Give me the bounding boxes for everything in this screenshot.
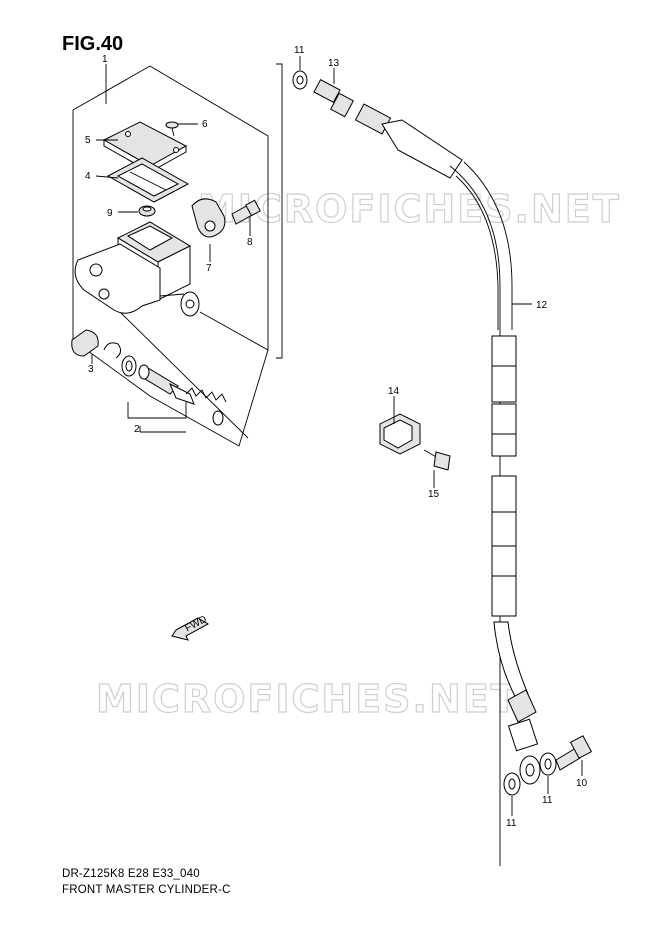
callouts: 1 2 3 4 5 6 7 8 9 10 11 11 11 12 13 14 1… [85, 45, 588, 829]
clamp-bolt [423, 449, 451, 471]
reservoir-cap [102, 121, 188, 173]
part-name: FRONT MASTER CYLINDER-C [62, 884, 231, 896]
callout-12: 12 [536, 300, 548, 311]
piston-boot [71, 329, 137, 377]
crush-washer-top [292, 70, 308, 90]
callout-8: 8 [247, 237, 253, 248]
hose-union [191, 198, 226, 238]
leader-lines [91, 56, 583, 816]
lower-banjo [503, 752, 557, 796]
piston-set [127, 364, 227, 433]
callout-11-right: 11 [542, 795, 553, 806]
brake-hose [354, 103, 539, 866]
callout-6: 6 [202, 119, 208, 130]
watermark-bottom: MICROFICHES.NET [96, 677, 519, 721]
fwd-label: FWD [183, 614, 208, 634]
cap-screw [165, 121, 179, 137]
callout-15: 15 [428, 489, 440, 500]
forward-arrow: FWD [171, 614, 210, 641]
callout-9: 9 [107, 208, 113, 219]
callout-13: 13 [328, 58, 340, 69]
callout-11-bottom: 11 [506, 818, 517, 829]
union-bolt [231, 199, 261, 225]
master-cylinder-body [74, 221, 200, 317]
banjo-fitting [313, 78, 354, 118]
bracket-line [276, 63, 283, 359]
callout-10: 10 [576, 778, 588, 789]
callout-7: 7 [206, 263, 212, 274]
assembly-frame [72, 65, 269, 447]
callout-5: 5 [85, 135, 91, 146]
lower-union-bolt [555, 735, 593, 771]
model-code: DR-Z125K8 E28 E33_040 [62, 868, 200, 880]
diaphragm [106, 157, 190, 203]
boot [138, 205, 156, 217]
figure-title: FIG.40 [62, 33, 124, 55]
callout-14: 14 [388, 386, 400, 397]
callout-3: 3 [88, 364, 94, 375]
hose-clamp [379, 413, 421, 455]
callout-11-top: 11 [294, 45, 305, 56]
callout-4: 4 [85, 171, 91, 182]
callout-1: 1 [102, 54, 108, 65]
callout-2: 2 [134, 424, 140, 435]
watermark-top: MICROFICHES.NET [198, 187, 621, 231]
